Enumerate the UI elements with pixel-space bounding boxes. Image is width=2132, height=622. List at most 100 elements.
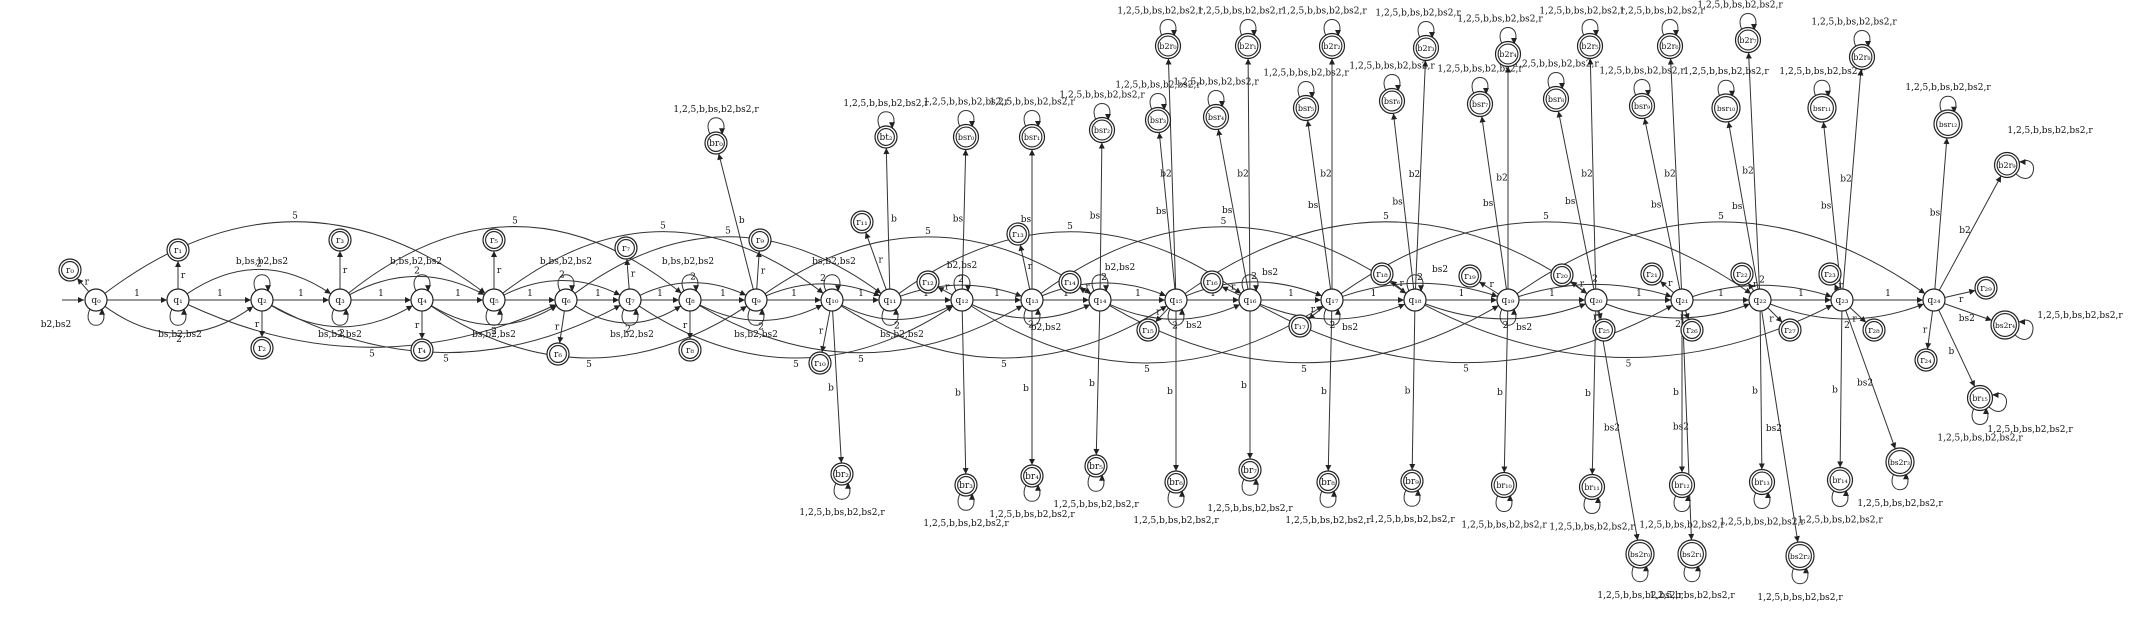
loop-br6-label: 1,2,5,b,bs,b2,bs2,r: [1133, 516, 1219, 526]
edge-q1-to-q6-57-label: 5: [369, 349, 375, 359]
edge-q21-to-q22-21-arrowhead: [1743, 297, 1749, 303]
loop-bsr3-arrowhead: [1161, 104, 1167, 110]
edge-q20-to-bs2r0-136-arrowhead: [1633, 533, 1640, 541]
state-r14-accepting-ring: [1061, 273, 1079, 291]
edge-q22-to-r22-89-arrowhead: [1748, 283, 1755, 290]
edge-q12-to-bsr0-113: [961, 149, 967, 290]
edge-q12-to-r12-79-label: r: [945, 283, 950, 293]
state-r0-label: r₀: [66, 266, 74, 276]
loop-b2r0-label: 1,2,5,b,bs,b2,bs2,r: [1117, 7, 1203, 17]
state-r1-circle: [166, 238, 190, 262]
edge-q24-to-r24-91-label: r: [1923, 325, 1928, 335]
edge-q20-to-q21-20-label: 1: [1636, 289, 1642, 299]
loop-q9-arrowhead: [759, 308, 765, 315]
state-r17-circle: [1288, 314, 1312, 338]
edge-q24-to-bsr12-125: [1934, 137, 1948, 290]
loop-bsr5-arrowhead: [1309, 92, 1315, 98]
edge-q19-to-bsr7-120-arrowhead: [1479, 116, 1486, 123]
state-bs2r2: bs2r₂: [1785, 541, 1815, 571]
state-q2-circle: [250, 288, 274, 312]
loop-bsr0-label: 1,2,5,b,bs,b2,bs2,r: [923, 98, 1009, 108]
state-bsr0: bsr₀: [952, 123, 980, 151]
loop-b2r6-arrowhead: [1673, 30, 1679, 36]
state-r27-label: r₂₇: [1784, 326, 1796, 336]
state-b2r4-circle: [1494, 40, 1522, 68]
state-bsr0-label: bsr₀: [958, 133, 974, 142]
loop-bs2r3-label: 1,2,5,b,bs,b2,bs2,r: [1857, 499, 1943, 509]
loop-bsr11-label: 1,2,5,b,bs,b2,bs2,r: [1779, 67, 1865, 77]
state-bs2r2-label: bs2r₂: [1790, 552, 1810, 561]
edge-q13-to-q14-13-label: 1: [1063, 289, 1069, 299]
state-br4-circle: [1020, 464, 1044, 488]
state-br12-accepting-ring: [1671, 474, 1693, 496]
edge-q19-to-q24-56-label: 5: [1718, 212, 1724, 222]
edge-q12-to-q17-63: [970, 305, 1324, 364]
loop-q6-label: b,bs,b2,bs2: [540, 257, 592, 267]
edge-q24-to-r24-91-arrowhead: [1925, 342, 1932, 350]
state-br9-circle: [1400, 469, 1424, 493]
loop-bsr2-label: 1,2,5,b,bs,b2,bs2,r: [1059, 91, 1145, 101]
state-bsr3-accepting-ring: [1147, 109, 1169, 131]
loop-br2-arrowhead: [845, 482, 851, 489]
state-bsr2-circle: [1088, 116, 1116, 144]
edge-q3-to-q4-3-arrowhead: [405, 297, 411, 303]
edge-q21-to-br12-108-label: b: [1673, 388, 1679, 398]
loop-bsr6-arrowhead: [1395, 85, 1401, 91]
edge-q21-to-b2r6-132-arrowhead: [1667, 58, 1674, 65]
edge-q14-to-br5-101-arrowhead: [1093, 448, 1100, 456]
loop-br4-label: 1,2,5,b,bs,b2,bs2,r: [989, 510, 1075, 520]
state-r29-label: r₂₉: [1980, 284, 1992, 294]
edge-q15-to-br6-102-arrowhead: [1173, 465, 1179, 471]
loop-q3-arrowhead: [343, 308, 349, 315]
edge-q23-to-b2r8-134-arrowhead: [1857, 69, 1864, 76]
edge-q17-to-bsr5-118-label: bs: [1308, 201, 1319, 211]
edge-q12-to-q17-63-arrowhead: [1316, 305, 1323, 312]
state-r29: r₂₉: [1974, 276, 1998, 300]
edge-q23-to-q24-23-arrowhead: [1917, 297, 1923, 303]
edge-q23-to-r23-90-arrowhead: [1834, 283, 1840, 291]
edge-q16-to-q18-43-label: 2: [1330, 321, 1336, 331]
edge-q4-to-r4-71-arrowhead: [419, 333, 425, 339]
edge-q1-to-q6-57: [187, 304, 557, 348]
state-r13-circle: [1006, 222, 1030, 246]
loop-q0-arrowhead: [99, 308, 105, 315]
edge-q11-to-q16-52-label: 5: [1067, 222, 1073, 232]
state-r24: r₂₄: [1914, 348, 1938, 372]
loop-br0-label: 1,2,5,b,bs,b2,bs2,r: [673, 105, 759, 115]
state-r7-label: r₇: [622, 244, 630, 254]
state-r24-accepting-ring: [1917, 351, 1935, 369]
edge-q13-to-r13-80-label: r: [1028, 262, 1033, 272]
edge-q12-to-q14-41-label: 2: [1028, 320, 1034, 330]
state-b2r7-label: b2r₇: [1739, 36, 1756, 45]
edge-q21-to-r21-88-label: r: [1668, 279, 1673, 289]
edge-q7-to-r7-74-arrowhead: [624, 258, 631, 266]
edge-q9-to-r9-76-label: r: [761, 266, 766, 276]
edge-q0-to-r0-67-arrowhead: [77, 278, 84, 285]
loop-bs2r1-arrowhead: [1695, 565, 1701, 572]
edge-q20-to-bsr8-121-arrowhead: [1556, 111, 1563, 118]
state-r5-circle: [482, 228, 506, 252]
edge-q17-to-bsr5-118-arrowhead: [1305, 120, 1312, 127]
state-br9: br₉: [1400, 469, 1424, 493]
state-bs2r3-label: bs2r₃: [1890, 458, 1910, 467]
loop-bsr12-label: 1,2,5,b,bs,b2,bs2,r: [1905, 83, 1991, 93]
edge-q8-to-q13-61-label: 5: [858, 355, 864, 365]
state-q4-label: q₄: [417, 296, 427, 306]
edge-q3-to-r3-70-arrowhead: [337, 251, 343, 257]
state-q1-label: q₁: [173, 296, 182, 306]
state-r6-label: r₆: [554, 350, 562, 360]
state-r0: r₀: [58, 258, 82, 282]
loop-br3-label: 1,2,5,b,bs,b2,bs2,r: [923, 519, 1009, 529]
edge-q6-to-r6-73-arrowhead: [557, 336, 564, 344]
state-bsr10-label: bsr₁₀: [1717, 104, 1735, 113]
edge-q13-to-br4-100-label: b: [1023, 384, 1029, 394]
state-r27: r₂₇: [1778, 318, 1802, 342]
state-br9-label: br₉: [1405, 477, 1419, 487]
edge-q7-to-q12-60: [638, 305, 954, 359]
state-br14-circle: [1826, 466, 1854, 494]
edge-q5-to-q6-5-label: 1: [527, 289, 533, 299]
edge-q21-to-bsr9-122-arrowhead: [1642, 118, 1649, 125]
edge-q10-to-q11-10-label: 1: [858, 289, 864, 299]
edge-q23-to-br14-110: [1839, 310, 1843, 468]
edge-q12-to-bsr0-113-label: bs: [953, 215, 964, 225]
